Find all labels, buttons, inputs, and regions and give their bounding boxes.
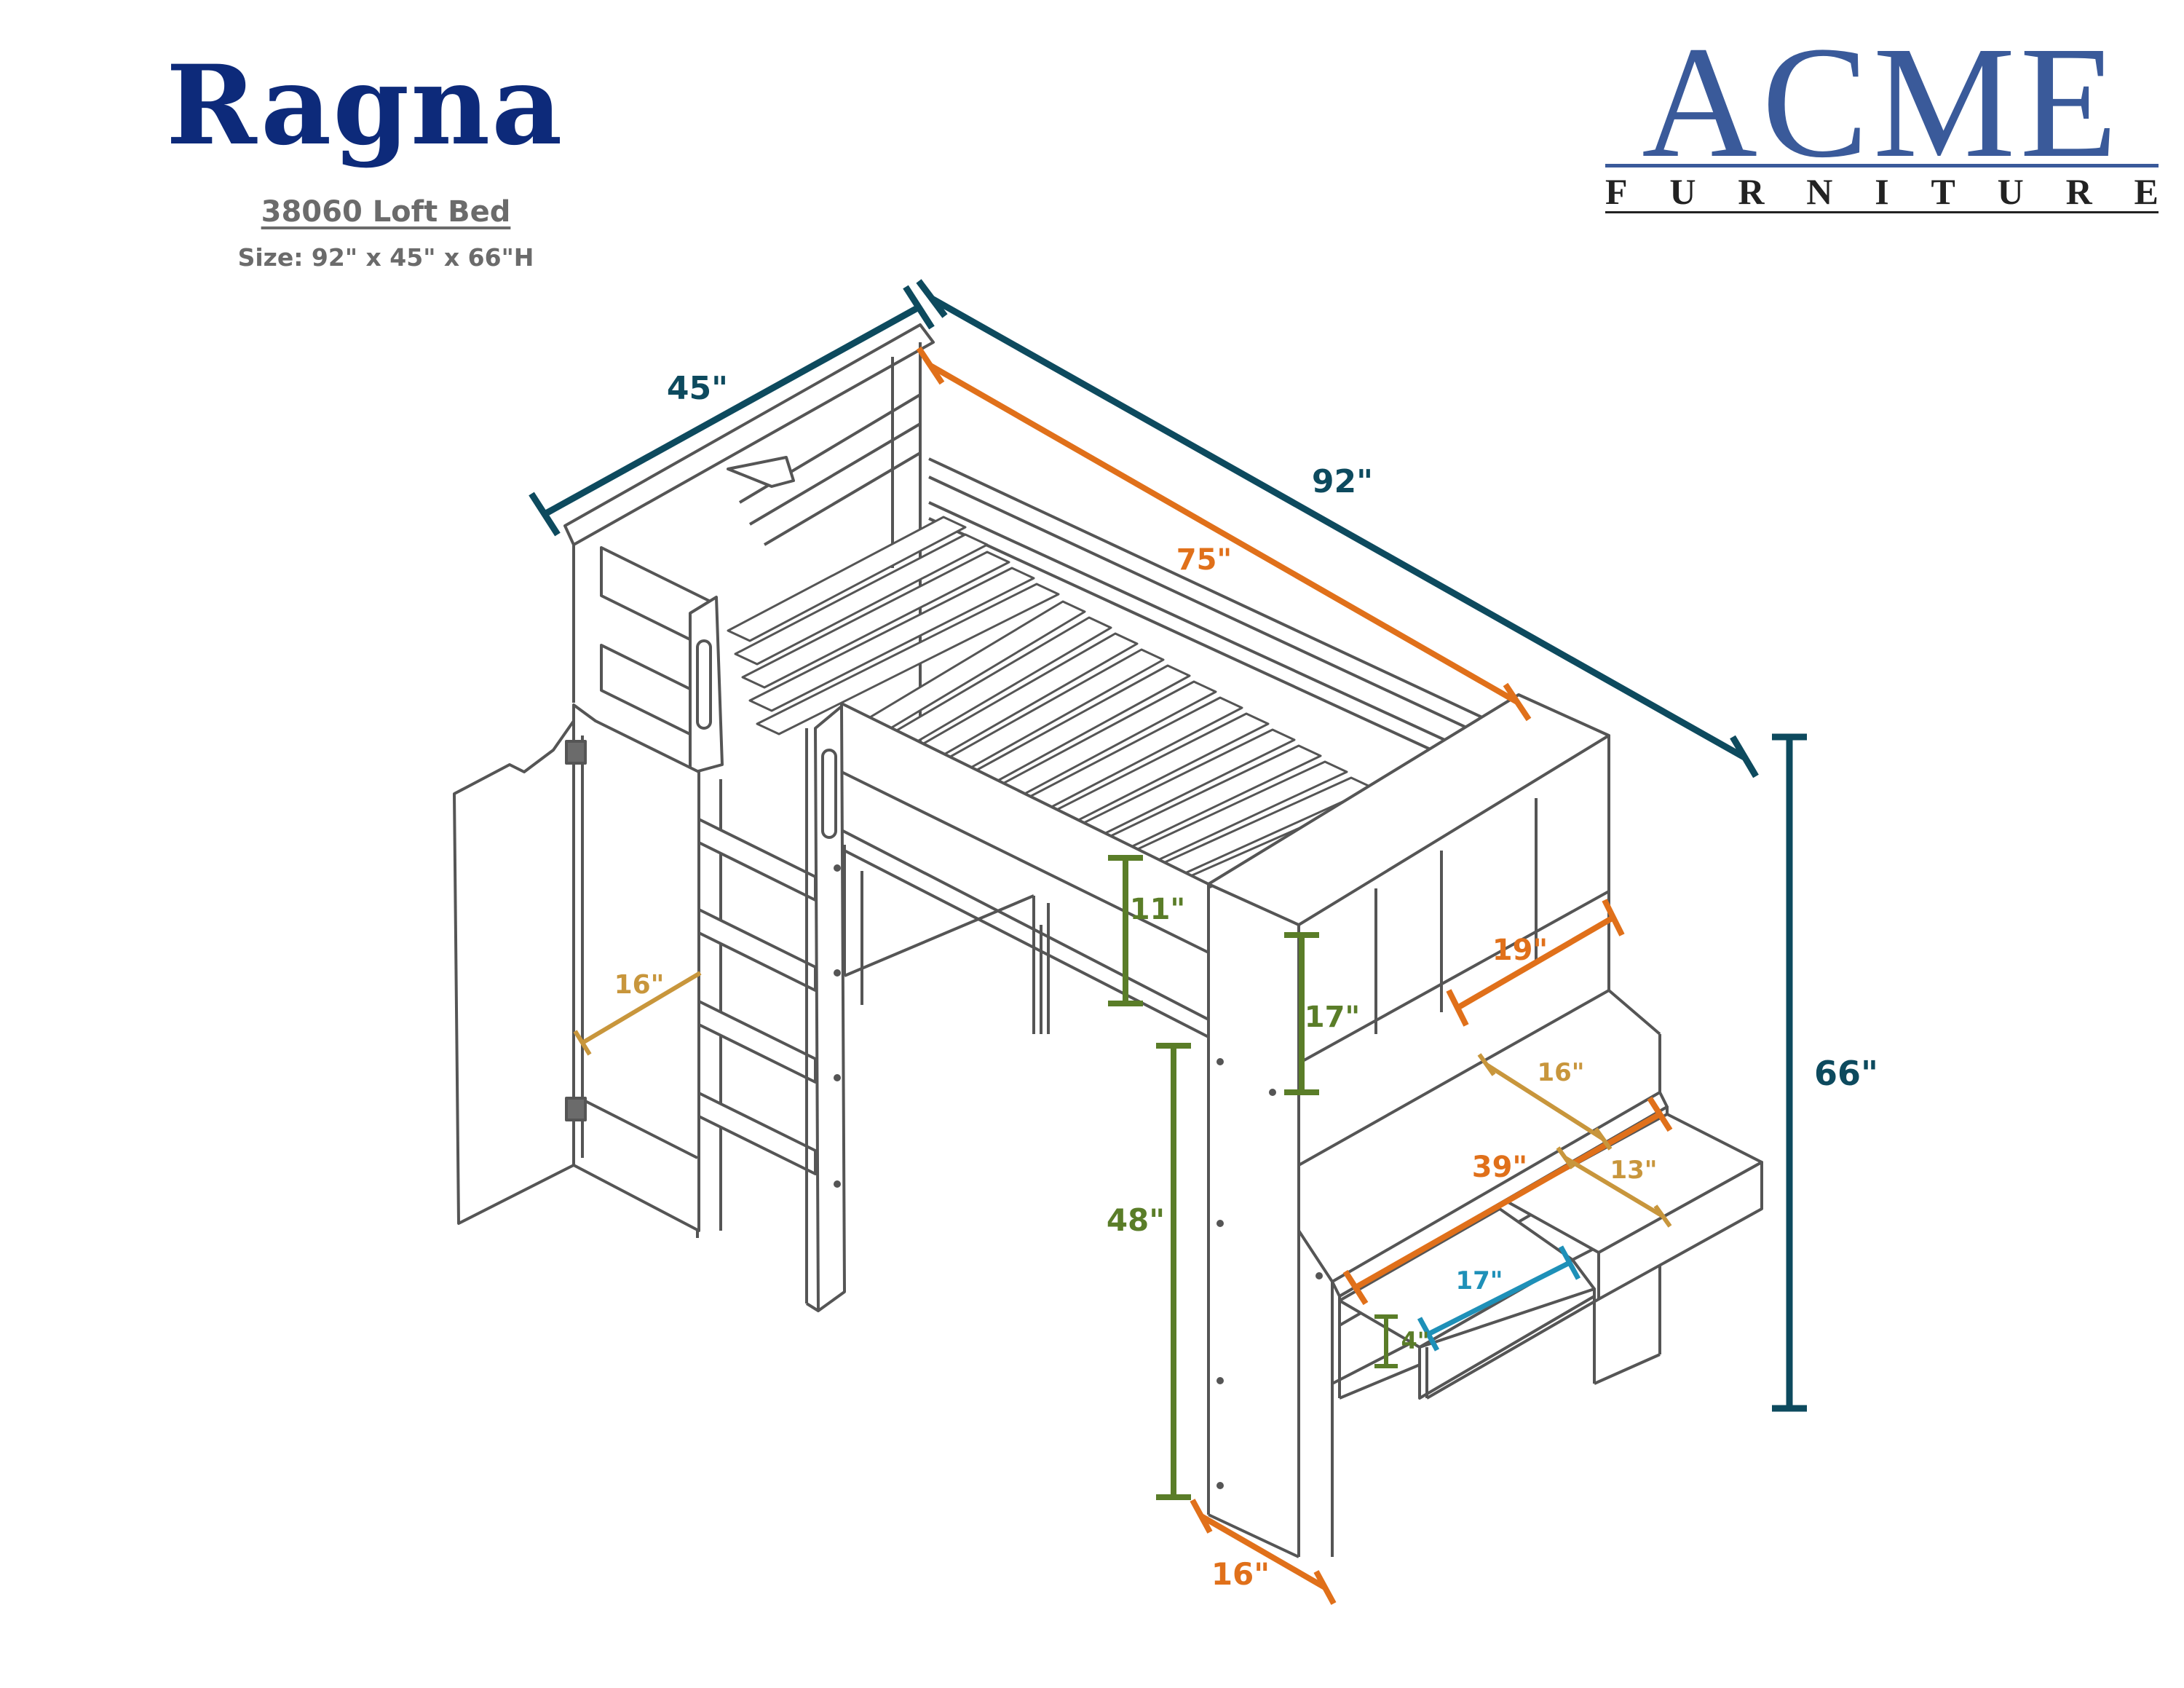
- brand-letter: R: [2065, 171, 2092, 212]
- dimension-drawer-width: [1556, 1146, 1672, 1228]
- dimension-clearance-label: 48": [1107, 1202, 1165, 1238]
- dimension-shelf-height-label: 17": [1305, 1001, 1361, 1034]
- dimension-clearance: [1156, 1043, 1191, 1500]
- overall-size: Size: 92" x 45" x 66"H: [237, 243, 534, 272]
- dimension-shelf-width: [1446, 899, 1625, 1027]
- brand-letter: E: [2134, 171, 2159, 212]
- dimension-length: [916, 279, 1759, 778]
- bed-slats: [727, 516, 1401, 902]
- dimension-drawer-height-label: 4": [1401, 1327, 1430, 1354]
- hardware-dots: [834, 864, 1323, 1489]
- dimension-desk-depth: [1477, 1053, 1613, 1151]
- brand-subtitle: F U R N I T U R E: [1605, 171, 2159, 212]
- head-panel: [563, 323, 935, 757]
- under-bed-panel: [843, 845, 1050, 1034]
- dimension-height: [1772, 733, 1807, 1412]
- dimension-drawer-height: [1374, 1314, 1398, 1368]
- dimension-post: [1190, 1499, 1337, 1605]
- brand-letter: U: [1669, 171, 1696, 212]
- dimension-drawer-depth: [1417, 1245, 1581, 1352]
- brand-letter: T: [1931, 171, 1955, 212]
- dimension-width-label: 45": [667, 370, 728, 407]
- desk-drawers: [1338, 1113, 1763, 1400]
- dimension-width: [529, 285, 935, 537]
- dimension-desk-width: [1342, 1096, 1673, 1306]
- dimension-wardrobe-label: 16": [614, 970, 665, 1000]
- brand-letter: R: [1738, 171, 1765, 212]
- dimension-mattress: [916, 346, 1532, 722]
- wardrobe: [453, 703, 700, 1232]
- logo-rule: [1605, 164, 2159, 167]
- brand-logo: ACME F U R N I T U R E: [1605, 22, 2159, 215]
- dimension-mattress-label: 75": [1176, 543, 1233, 577]
- brand-letter: I: [1875, 171, 1889, 212]
- dimension-length-label: 92": [1312, 463, 1373, 500]
- dimension-desk-depth-label: 16": [1537, 1058, 1584, 1087]
- dimension-drawer-depth-label: 17": [1455, 1266, 1503, 1295]
- brand-letter: F: [1605, 171, 1628, 212]
- shelf-tower: [1207, 693, 1762, 1558]
- dimension-post-label: 16": [1211, 1556, 1270, 1592]
- dimension-guard: [1108, 855, 1143, 1006]
- dimension-shelf-width-label: 19": [1492, 934, 1548, 967]
- dimension-guard-label: 11": [1130, 893, 1186, 926]
- far-side-rail: [928, 457, 1515, 789]
- bed-line-drawing: [453, 323, 1763, 1558]
- brand-letter: U: [1997, 171, 2024, 212]
- dimension-wardrobe: [573, 971, 702, 1056]
- logo-underline: [1605, 211, 2159, 213]
- product-title: Ragna: [166, 42, 564, 170]
- dimension-annotations: 45" 92" 66" 75" 11": [529, 279, 1878, 1605]
- brand-letter: N: [1806, 171, 1833, 212]
- dimension-desk-width-label: 39": [1472, 1151, 1528, 1184]
- dimension-shelf-height: [1284, 932, 1319, 1095]
- dimension-drawer-width-label: 13": [1610, 1156, 1657, 1185]
- model-name: 38060 Loft Bed: [261, 195, 511, 229]
- brand-name: ACME: [1642, 13, 2122, 191]
- head-guard-board: [600, 546, 724, 775]
- dimension-height-label: 66": [1814, 1054, 1878, 1093]
- ladder: [696, 705, 846, 1312]
